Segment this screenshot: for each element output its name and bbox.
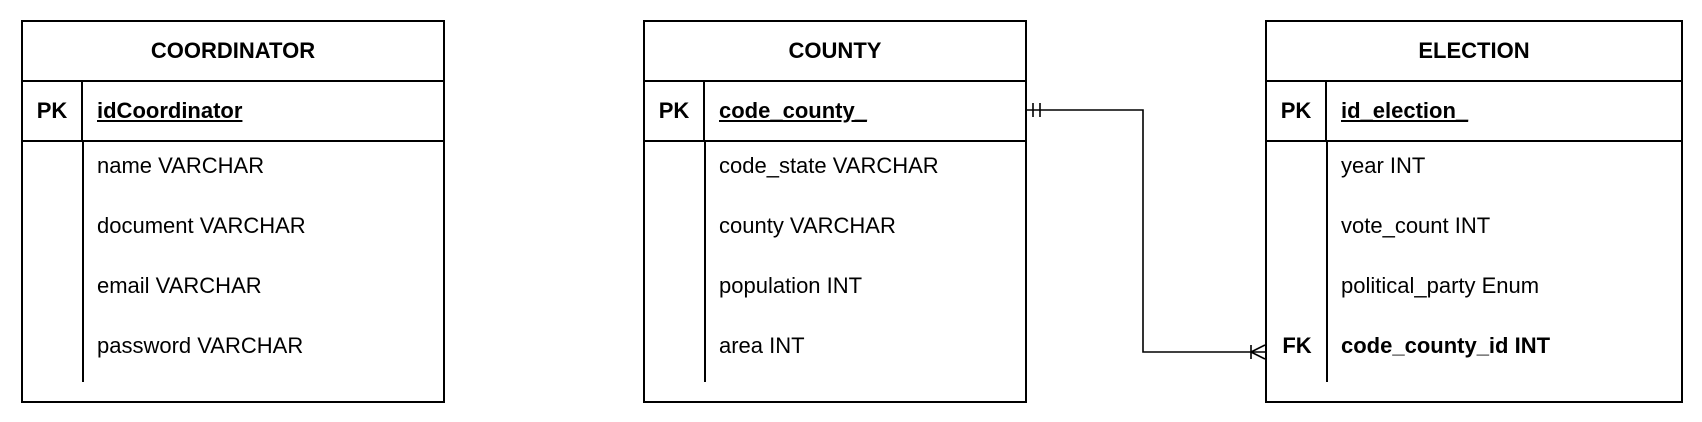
county-title: COUNTY	[645, 22, 1025, 82]
county-election-relationship[interactable]	[1027, 103, 1266, 360]
election-entity[interactable]: ELECTION PK id_election_ year INT vote_c…	[1265, 20, 1683, 403]
attribute-password: password VARCHAR	[97, 333, 304, 358]
fk-label: FK	[1282, 333, 1312, 358]
attribute-code-county-id: code_county_id INT	[1341, 333, 1551, 358]
attribute-code-state: code_state VARCHAR	[719, 153, 939, 178]
attribute-row: vote_count INT	[1267, 202, 1681, 262]
county-entity[interactable]: COUNTY PK code_county_ code_state VARCHA…	[643, 20, 1027, 403]
pk-label: PK	[645, 82, 705, 140]
attribute-year: year INT	[1341, 153, 1426, 178]
coordinator-pk-field: idCoordinator	[97, 98, 243, 123]
coordinator-pk-row: PK idCoordinator	[23, 82, 443, 142]
pk-label: PK	[23, 82, 83, 140]
election-pk-row: PK id_election_	[1267, 82, 1681, 142]
county-attributes: code_state VARCHAR county VARCHAR popula…	[645, 142, 1025, 383]
attribute-email: email VARCHAR	[97, 273, 262, 298]
attribute-vote-count: vote_count INT	[1341, 213, 1491, 238]
election-title: ELECTION	[1267, 22, 1681, 82]
attribute-row: code_state VARCHAR	[645, 142, 1025, 202]
column-divider	[1326, 142, 1328, 382]
attribute-row: political_party Enum	[1267, 262, 1681, 322]
pk-label: PK	[1267, 82, 1327, 140]
attribute-population: population INT	[719, 273, 863, 298]
attribute-county: county VARCHAR	[719, 213, 896, 238]
attribute-row: password VARCHAR	[23, 322, 443, 382]
county-pk-field: code_county_	[719, 98, 867, 123]
attribute-political-party: political_party Enum	[1341, 273, 1540, 298]
attribute-row: area INT	[645, 322, 1025, 382]
attribute-area: area INT	[719, 333, 805, 358]
attribute-row: population INT	[645, 262, 1025, 322]
attribute-row: county VARCHAR	[645, 202, 1025, 262]
coordinator-entity[interactable]: COORDINATOR PK idCoordinator name VARCHA…	[21, 20, 445, 403]
coordinator-attributes: name VARCHAR document VARCHAR email VARC…	[23, 142, 443, 383]
attribute-row: name VARCHAR	[23, 142, 443, 202]
attribute-row: email VARCHAR	[23, 262, 443, 322]
election-pk-field: id_election_	[1341, 98, 1469, 123]
coordinator-title: COORDINATOR	[23, 22, 443, 82]
county-pk-row: PK code_county_	[645, 82, 1025, 142]
attribute-name: name VARCHAR	[97, 153, 265, 178]
column-divider	[82, 142, 84, 382]
relationship-line	[1027, 109, 1265, 353]
attribute-document: document VARCHAR	[97, 213, 306, 238]
fk-row: FK code_county_id INT	[1267, 322, 1681, 382]
column-divider	[704, 142, 706, 382]
election-attributes: year INT vote_count INT political_party …	[1267, 142, 1681, 383]
attribute-row: year INT	[1267, 142, 1681, 202]
attribute-row: document VARCHAR	[23, 202, 443, 262]
many-mark-upper	[1250, 344, 1266, 353]
many-mark-lower	[1250, 351, 1266, 360]
